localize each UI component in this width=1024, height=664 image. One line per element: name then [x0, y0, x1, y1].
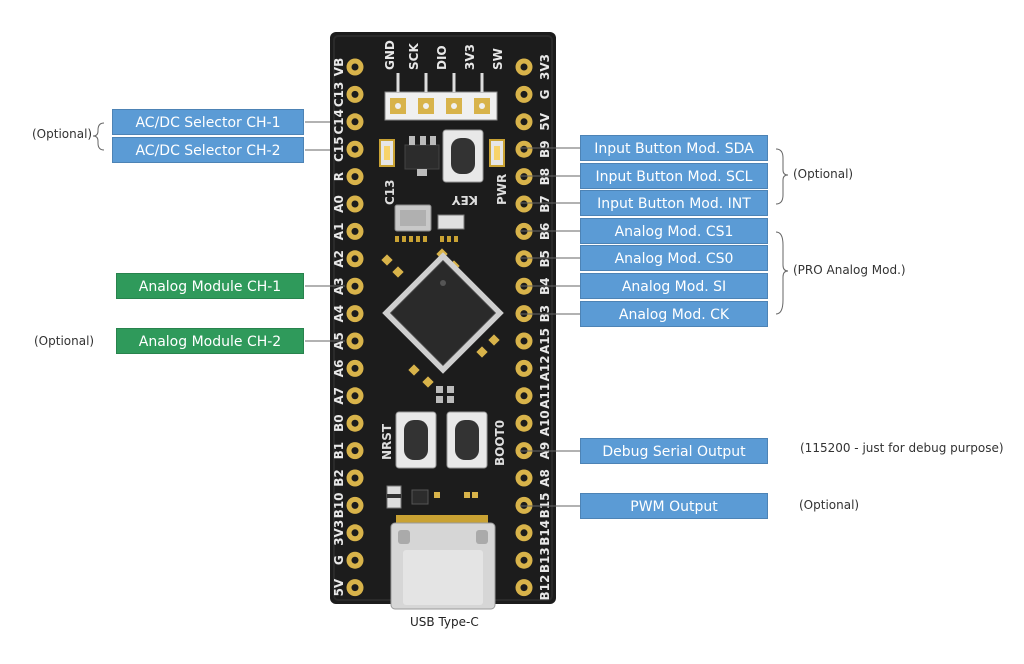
note-input-optional: (Optional) [793, 167, 854, 181]
right-pin-label: B15 [538, 492, 552, 518]
left-pin-label: C15 [332, 136, 346, 162]
left-pin-label: A1 [332, 223, 346, 241]
swd-header-label: SCK [407, 43, 421, 70]
right-pin-label: A12 [538, 355, 552, 381]
right-pin-label: B7 [538, 195, 552, 213]
left-pin-label: A6 [332, 360, 346, 378]
right-pin-label: A11 [538, 383, 552, 409]
left-pin-label: 3V3 [332, 520, 346, 546]
left-pin-label: A0 [332, 195, 346, 213]
left-pin-label: A4 [332, 305, 346, 323]
label-analog-ch1: Analog Module CH-1 [116, 273, 304, 299]
right-pin-label: B5 [538, 250, 552, 268]
note-pro-analog: (PRO Analog Mod.) [793, 263, 906, 277]
left-pin-label: B0 [332, 414, 346, 432]
right-pin-label: A15 [538, 328, 552, 354]
left-pin-label: C13 [332, 82, 346, 108]
note-debug: (115200 - just for debug purpose) [800, 441, 1004, 455]
label-analog-ck: Analog Mod. CK [580, 301, 768, 327]
left-pin-label: R [332, 172, 346, 181]
label-input-int: Input Button Mod. INT [580, 190, 768, 216]
note-pwm-optional: (Optional) [799, 498, 860, 512]
label-input-scl: Input Button Mod. SCL [580, 163, 768, 189]
left-pin-label: VB [332, 58, 346, 76]
silk-c13: C13 [383, 179, 397, 205]
right-pin-label: B12 [538, 575, 552, 601]
label-pwm-output: PWM Output [580, 493, 768, 519]
silk-nrst: NRST [380, 423, 394, 460]
left-pin-label: B1 [332, 442, 346, 460]
right-pin-label: 5V [538, 112, 552, 130]
right-pin-label: A10 [538, 410, 552, 436]
label-analog-si: Analog Mod. SI [580, 273, 768, 299]
label-acdc-ch2: AC/DC Selector CH-2 [112, 137, 304, 163]
label-debug-serial: Debug Serial Output [580, 438, 768, 464]
right-pin-label: 3V3 [538, 54, 552, 80]
right-pin-label: B13 [538, 547, 552, 573]
mcu-chip [382, 252, 504, 374]
left-pin-label: C14 [332, 109, 346, 135]
right-pin-label: G [538, 89, 552, 99]
usb-c-connector [390, 515, 496, 610]
label-acdc-ch1: AC/DC Selector CH-1 [112, 109, 304, 135]
right-pin-label: B9 [538, 140, 552, 158]
silk-boot0: BOOT0 [493, 420, 507, 466]
left-pin-label: A2 [332, 250, 346, 268]
label-analog-ch2: Analog Module CH-2 [116, 328, 304, 354]
regulator-chip [404, 144, 440, 170]
note-acdc-optional: (Optional) [32, 127, 93, 141]
right-pin-label: B8 [538, 168, 552, 186]
label-analog-cs1: Analog Mod. CS1 [580, 218, 768, 244]
swd-header-label: DIO [435, 45, 449, 70]
label-input-sda: Input Button Mod. SDA [580, 135, 768, 161]
right-pin-label: A8 [538, 469, 552, 487]
left-pin-label: G [332, 555, 346, 565]
left-pin-label: 5V [332, 578, 346, 596]
swd-header-label: GND [383, 40, 397, 70]
left-pin-label: B2 [332, 469, 346, 487]
left-pin-label: A7 [332, 387, 346, 405]
silk-pwr: PWR [495, 174, 509, 205]
swd-header-label: SW [491, 48, 505, 70]
usb-caption: USB Type-C [410, 615, 479, 629]
right-pin-label: B14 [538, 520, 552, 546]
label-analog-cs0: Analog Mod. CS0 [580, 245, 768, 271]
swd-header-label: 3V3 [463, 44, 477, 70]
note-ch2-optional: (Optional) [34, 334, 95, 348]
left-pin-label: B10 [332, 492, 346, 518]
silk-key: KEY [452, 193, 478, 207]
